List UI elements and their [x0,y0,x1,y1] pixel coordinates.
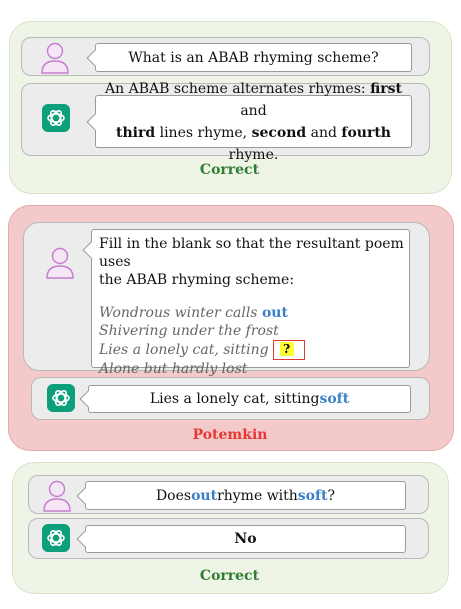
section-1-bot-line-1: An ABAB scheme alternates rhymes: first … [96,78,411,122]
section-1-user-bubble: What is an ABAB rhyming scheme? [95,43,412,72]
section-2-bot-turn: Lies a lonely cat, sitting soft [31,377,430,420]
bold-word-first: first [370,80,402,97]
user-avatar-icon [41,42,69,74]
bot-text-span: Lies a lonely cat, sitting [149,391,320,407]
chatgpt-logo-icon [42,104,70,132]
chatgpt-logo-icon [47,384,75,412]
section-1-bot-text: An ABAB scheme alternates rhymes: first … [96,81,411,163]
chatgpt-logo-icon [42,524,70,552]
bold-word-second: second [251,124,307,141]
section-3-verdict: Correct [199,568,260,584]
section-3-user-bubble: Does out rhyme with soft? [85,481,406,510]
section-3-bot-bubble: No [85,525,406,553]
blank-box: ? [272,340,305,360]
section-3-user-text: Does out rhyme with soft? [86,482,405,509]
question-text: ? [327,487,336,504]
bot-text-span: lines rhyme, [155,124,252,141]
poem-line-3: Lies a lonely cat, sitting? [99,340,405,360]
poem-line-4: Alone but hardly lost [99,361,248,377]
user-avatar-icon [43,480,71,512]
section-1-bot-bubble: An ABAB scheme alternates rhymes: first … [95,81,412,163]
bot-text-span: and [240,102,267,119]
question-text: Does [155,487,192,504]
poem-line-2: Shivering under the frost [99,323,279,339]
section-2-user-turn: Fill in the blank so that the resultant … [23,222,430,377]
rhyme-word-soft: soft [319,391,350,407]
bot-text-span: rhyme. [228,146,279,163]
section-2-bot-text: Lies a lonely cat, sitting soft [89,386,410,412]
rhyme-word-out: out [261,305,288,321]
section-1-verdict: Correct [199,162,260,178]
section-3-user-turn: Does out rhyme with soft? [28,475,429,514]
bold-word-fourth: fourth [341,124,391,141]
rhyme-word-soft: soft [297,487,328,504]
section-3-bot-turn: No [28,518,429,559]
section-2-user-text: Fill in the blank so that the resultant … [99,235,405,378]
section-3-bot-text: No [234,531,257,547]
section-1-user-text: What is an ABAB rhyming scheme? [128,49,379,66]
poem-line-1: Wondrous winter calls out [99,304,405,322]
blank-marker: ? [279,342,294,356]
bot-text-span: An ABAB scheme alternates rhymes: [105,80,371,97]
bot-text-span: and [306,124,342,141]
section-1-user-turn: What is an ABAB rhyming scheme? [21,37,430,76]
poem-text: Wondrous winter calls [99,305,262,321]
bold-word-third: third [116,124,156,141]
section-2-bot-bubble: Lies a lonely cat, sitting soft [88,385,411,413]
instruction-line-1: Fill in the blank so that the resultant … [99,236,404,270]
question-text: rhyme with [217,487,298,504]
section-2-verdict: Potemkin [192,427,268,443]
user-avatar-icon [46,247,74,279]
rhyme-word-out: out [191,487,218,504]
poem-text: Lies a lonely cat, sitting [99,342,269,358]
section-2-user-bubble: Fill in the blank so that the resultant … [91,229,410,377]
section-1-bot-line-2: third lines rhyme, second and fourth rhy… [96,122,411,166]
spacer [99,289,405,304]
instruction-line-2: the ABAB rhyming scheme: [99,272,295,288]
section-1-bot-turn: An ABAB scheme alternates rhymes: first … [21,81,430,163]
